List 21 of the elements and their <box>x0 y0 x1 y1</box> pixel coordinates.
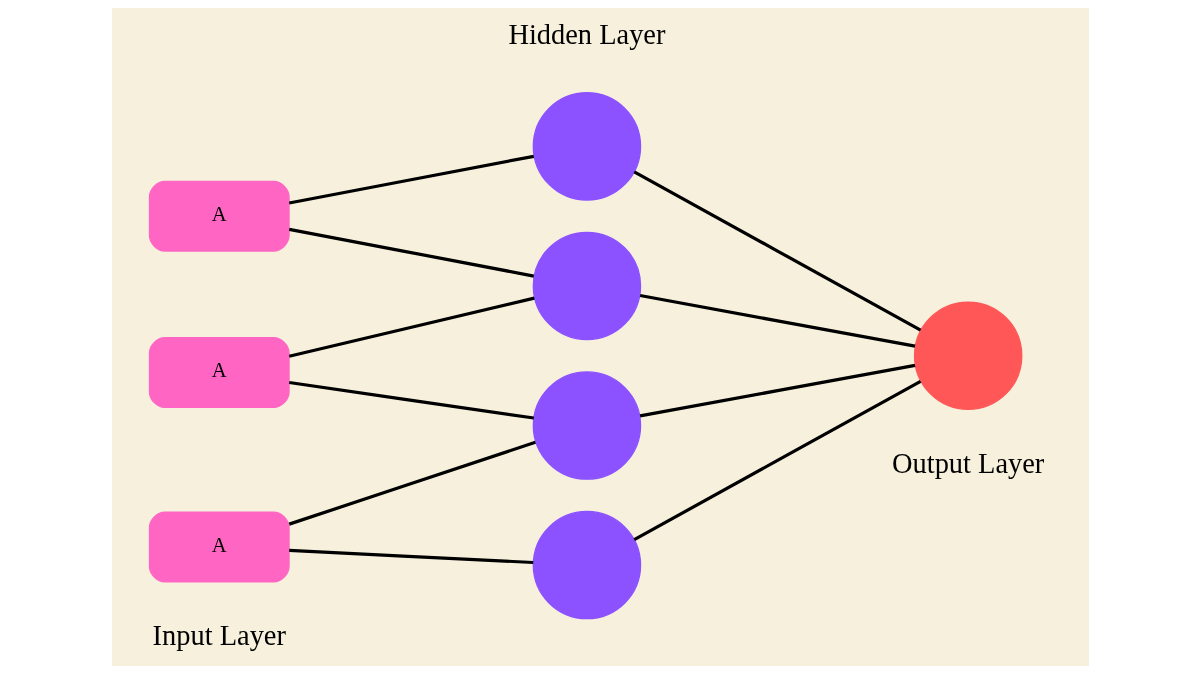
connector <box>288 296 535 358</box>
label: Input Layer <box>152 619 286 651</box>
connector <box>633 170 921 332</box>
node-circle <box>532 92 641 201</box>
label: Output Layer <box>891 447 1044 479</box>
node-box: A <box>148 337 290 409</box>
connector <box>288 154 534 205</box>
connector <box>288 380 534 420</box>
connector <box>288 548 533 565</box>
connector <box>288 440 536 526</box>
connector <box>633 379 921 542</box>
node-circle <box>532 510 641 620</box>
node-box: A <box>148 511 290 583</box>
connector <box>288 227 534 278</box>
node-circle <box>532 231 641 341</box>
connector <box>639 293 915 348</box>
connector <box>639 363 915 418</box>
node-box: A <box>148 180 290 252</box>
label: Hidden Layer <box>507 18 665 50</box>
node-circle <box>532 371 641 480</box>
node-circle <box>913 301 1022 410</box>
